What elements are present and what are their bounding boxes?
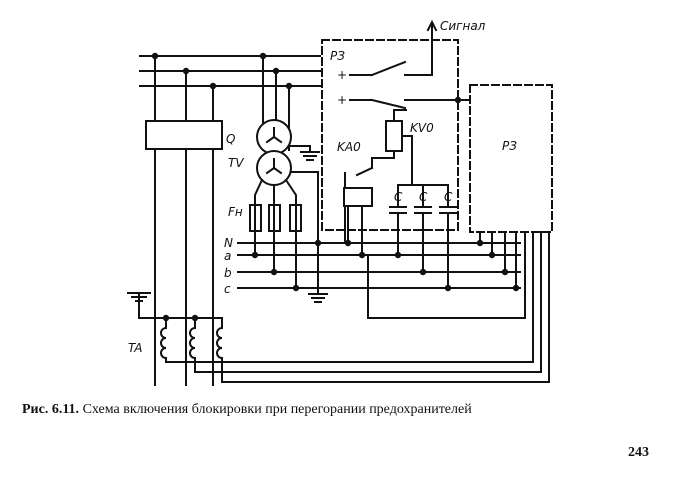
label-bus-n: N [224,236,233,250]
relay-protection-enclosure [321,39,459,231]
filter-block [343,187,373,207]
figure-caption-text: Схема включения блокировки при перегоран… [79,402,472,417]
fuse-blowout-blocking-circuit-diagram: Сигнал РЗ + + KV0 KA0 РЗ Q TV Fн N a b c… [127,19,553,386]
page-number: 243 [628,445,649,460]
label-voltage-transformer: TV [228,156,244,170]
current-transformers-ta [160,317,223,383]
outer-relay-connections [165,231,550,383]
vt-secondary-leads [254,178,297,206]
label-capacitor-1: C [394,190,403,204]
fuses-fn [249,204,302,292]
signal-contact [349,19,438,77]
label-kao: KA0 [337,140,361,154]
ct-ground [127,292,223,322]
voltage-transformer-tv [256,119,320,244]
secondary-buses [237,239,521,303]
feeder-phase-conductors [154,55,214,386]
label-plus-top: + [337,68,347,82]
capacitors [389,184,457,292]
label-bus-c: c [224,282,231,296]
label-capacitor-3: C [444,190,453,204]
label-relay-protection-outer: РЗ [502,139,517,153]
breaker-q [145,120,223,150]
figure-caption: Рис. 6.11. Схема включения блокировки пр… [22,402,662,418]
label-current-transformers: TA [128,341,142,355]
label-fuses: Fн [228,205,243,219]
kv0-contact [349,96,471,110]
label-bus-a: a [224,249,231,263]
label-signal: Сигнал [440,19,486,33]
main-busbars [139,52,321,90]
ka0-contact [344,157,374,244]
label-capacitor-2: C [419,190,428,204]
label-relay-protection-inner: РЗ [330,49,345,63]
label-plus-bottom: + [337,93,347,107]
kv0-coil [371,109,449,186]
relay-protection-outer [469,84,553,233]
label-breaker-q: Q [226,132,235,146]
figure-number: Рис. 6.11. [22,402,80,417]
label-kv0: KV0 [410,121,434,135]
label-bus-b: b [224,266,232,280]
